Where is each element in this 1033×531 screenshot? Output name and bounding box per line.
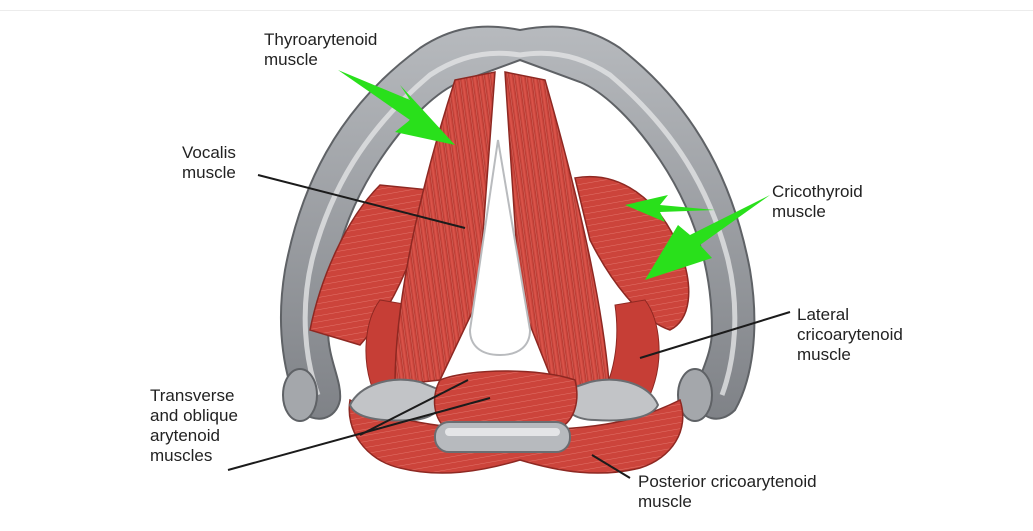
label-vocalis: Vocalis muscle	[182, 143, 236, 183]
label-transverse-line1: Transverse	[150, 386, 238, 406]
label-lateral-line1: Lateral	[797, 305, 903, 325]
label-transverse-line3: arytenoid	[150, 426, 238, 446]
label-lateral-line2: cricoarytenoid	[797, 325, 903, 345]
label-vocalis-line1: Vocalis	[182, 143, 236, 163]
label-lateral-line3: muscle	[797, 345, 903, 365]
label-posterior-line1: Posterior cricoarytenoid	[638, 472, 817, 492]
label-posterior-cricoarytenoid: Posterior cricoarytenoid muscle	[638, 472, 817, 512]
label-lateral-cricoarytenoid: Lateral cricoarytenoid muscle	[797, 305, 903, 365]
label-cricothyroid: Cricothyroid muscle	[772, 182, 863, 222]
label-thyroarytenoid-line1: Thyroarytenoid	[264, 30, 377, 50]
label-transverse-line2: and oblique	[150, 406, 238, 426]
label-thyroarytenoid: Thyroarytenoid muscle	[264, 30, 377, 70]
label-thyroarytenoid-line2: muscle	[264, 50, 377, 70]
label-transverse-line4: muscles	[150, 446, 238, 466]
label-posterior-line2: muscle	[638, 492, 817, 512]
label-cricothyroid-line1: Cricothyroid	[772, 182, 863, 202]
cricoid-lamina	[435, 422, 570, 452]
label-cricothyroid-line2: muscle	[772, 202, 863, 222]
label-vocalis-line2: muscle	[182, 163, 236, 183]
label-transverse-oblique-arytenoid: Transverse and oblique arytenoid muscles	[150, 386, 238, 466]
